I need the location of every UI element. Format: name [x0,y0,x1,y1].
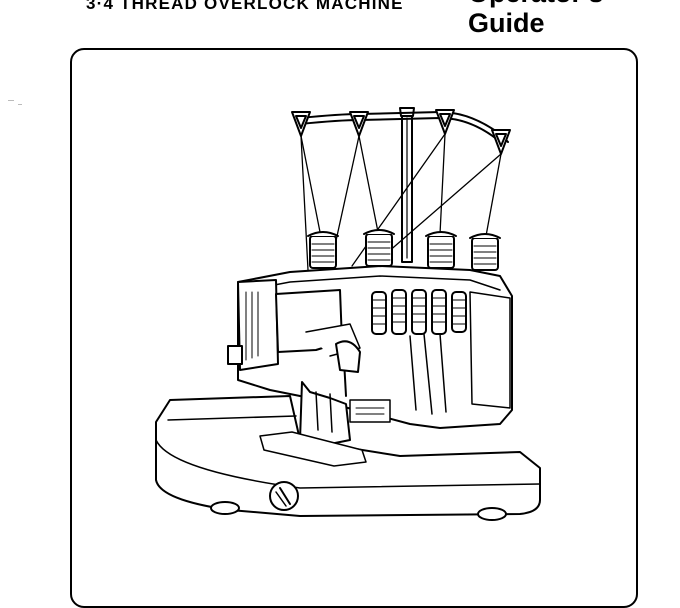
thread-stand [291,107,511,271]
needle-area [299,340,391,447]
title-line-1: Operator's [468,0,678,8]
machine-body [155,265,541,521]
overlock-machine-illustration [155,107,541,521]
guide-title: Operator's Guide [468,0,678,38]
machine-type-subtitle: 3·4 THREAD OVERLOCK MACHINE [86,0,404,13]
tension-dials [371,289,467,335]
title-line-2: Guide [468,8,545,38]
thread-spools [307,229,501,271]
